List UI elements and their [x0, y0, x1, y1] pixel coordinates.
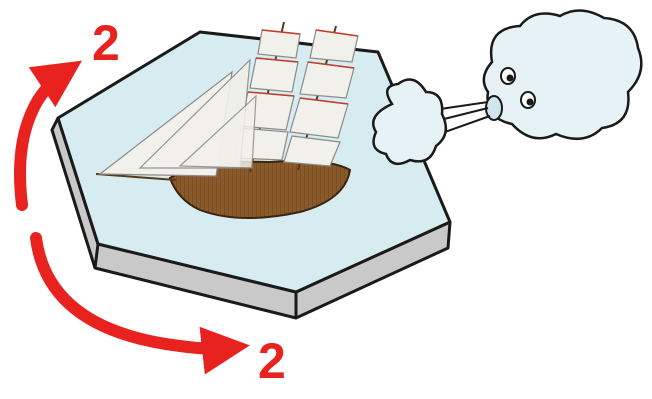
wind-puff — [372, 78, 448, 166]
cloud-eyes — [500, 67, 536, 109]
rotation-arrow-up — [14, 60, 82, 211]
rotation-arrow-down — [30, 232, 250, 375]
rotation-label-top: 2 — [92, 15, 120, 71]
rotation-label-bottom: 2 — [258, 333, 286, 389]
ship-jib-sails — [98, 58, 257, 177]
ship-rigging — [247, 29, 359, 105]
sailing-ship-miniature[interactable] — [95, 21, 359, 220]
ship-bowsprit — [95, 173, 177, 181]
rotation-arrows — [14, 60, 250, 375]
wind-cloud[interactable] — [372, 9, 643, 166]
